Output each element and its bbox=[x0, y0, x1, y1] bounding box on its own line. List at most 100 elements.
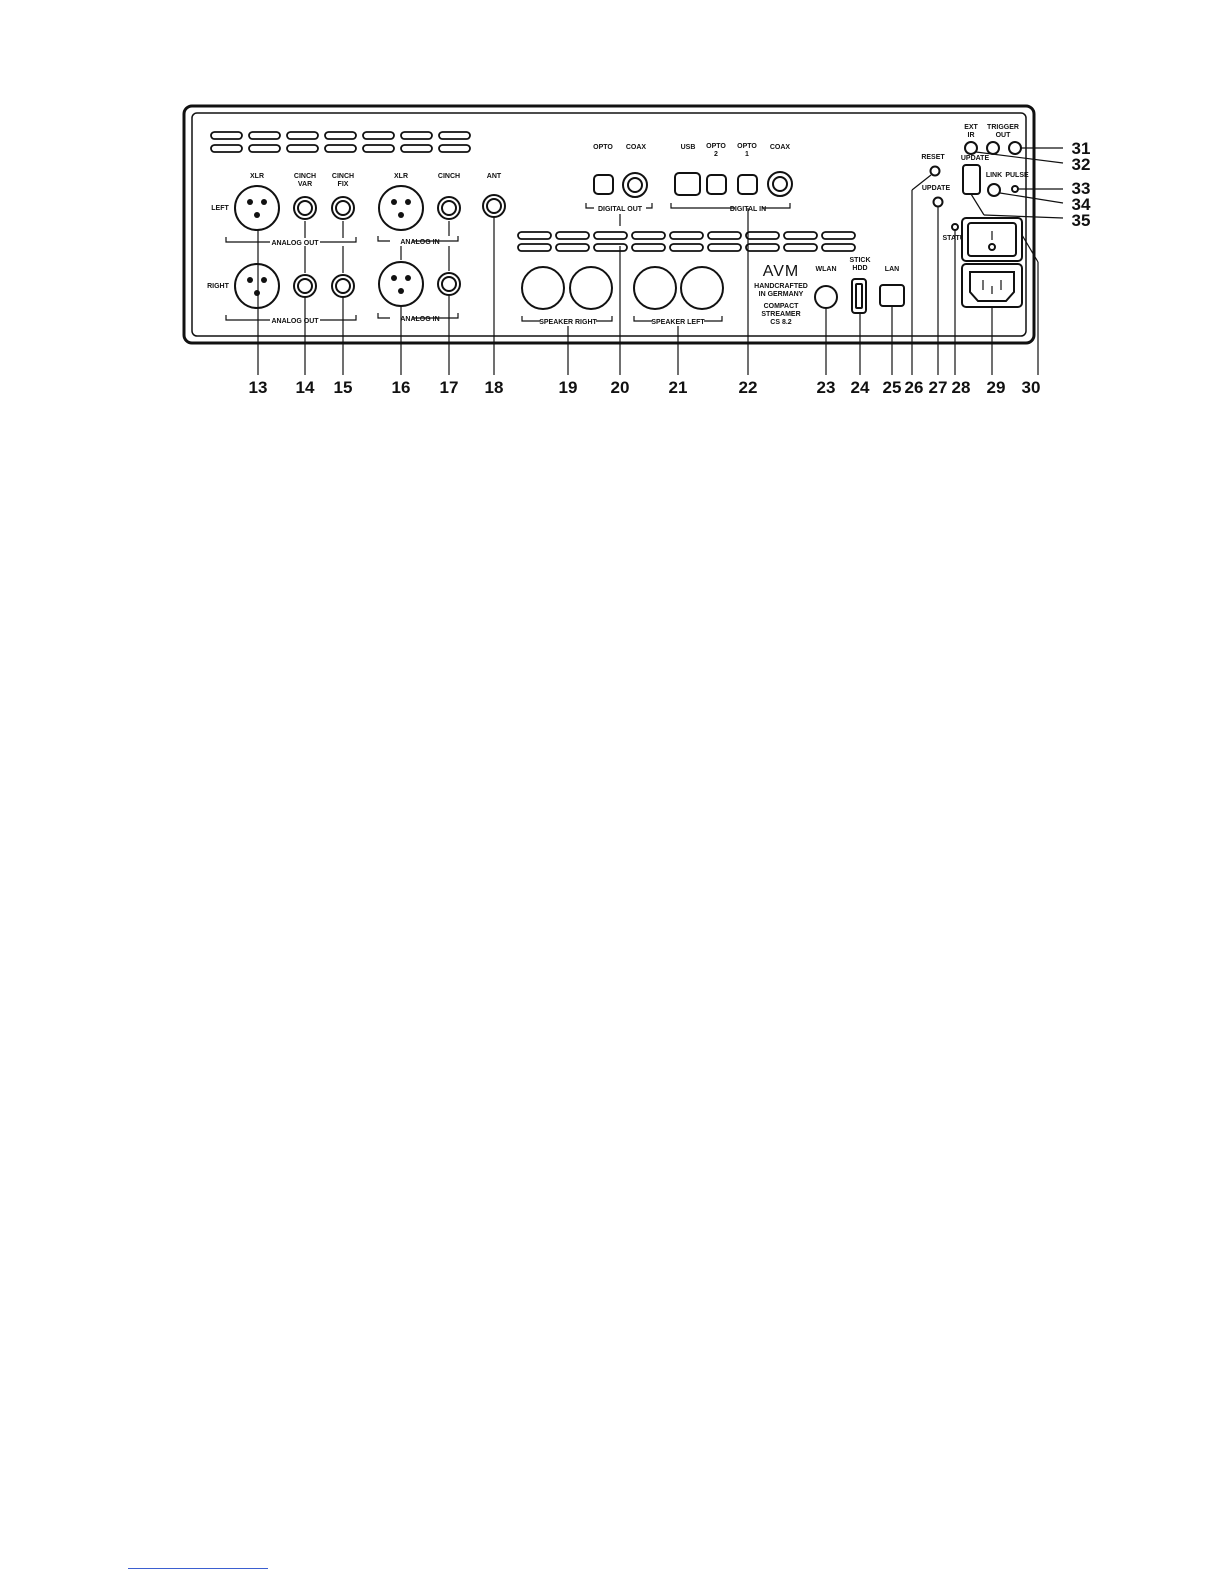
label-opto2-2: 2 bbox=[714, 151, 718, 158]
bracket-analog-in-bottom bbox=[377, 313, 459, 319]
label-usb: USB bbox=[681, 144, 696, 151]
label-cinch-fix-2: FIX bbox=[338, 181, 349, 188]
callout-15: 15 bbox=[334, 378, 353, 397]
opto1-in-port[interactable] bbox=[737, 174, 758, 195]
callout-24: 24 bbox=[851, 378, 870, 397]
bracket-digital-in bbox=[670, 203, 791, 209]
trigger-out-jack-1[interactable] bbox=[986, 141, 1000, 155]
speaker-right-terminal-1[interactable] bbox=[521, 266, 565, 310]
label-xlr-in: XLR bbox=[394, 173, 408, 180]
label-opto-out: OPTO bbox=[593, 144, 613, 151]
link-jack[interactable] bbox=[987, 183, 1001, 197]
label-coax-out: COAX bbox=[626, 144, 647, 151]
label-model-2: STREAMER bbox=[761, 311, 800, 318]
footnote-rule bbox=[128, 1568, 268, 1569]
label-pulse: PULSE bbox=[1005, 172, 1029, 179]
power-inlet[interactable] bbox=[961, 263, 1023, 308]
label-cinch-var-2: VAR bbox=[298, 181, 312, 188]
leader-analog-in bbox=[400, 221, 450, 271]
label-status: STATUS bbox=[943, 235, 970, 242]
bracket-analog-in-top bbox=[377, 236, 459, 242]
label-coax-in: COAX bbox=[770, 144, 791, 151]
label-wlan: WLAN bbox=[816, 266, 837, 273]
xlr-in-right-socket[interactable] bbox=[378, 261, 424, 307]
callout-numbers: 13 14 15 16 17 18 19 20 21 22 23 24 25 2… bbox=[249, 139, 1091, 397]
callout-13: 13 bbox=[249, 378, 268, 397]
label-in-germany: IN GERMANY bbox=[759, 291, 804, 298]
callout-33: 33 bbox=[1072, 179, 1091, 198]
label-digital-out: DIGITAL OUT bbox=[598, 206, 643, 213]
callout-27: 27 bbox=[929, 378, 948, 397]
bracket-analog-out-bottom bbox=[225, 315, 357, 321]
coax-out-socket[interactable] bbox=[622, 172, 648, 198]
label-xlr-out: XLR bbox=[250, 173, 264, 180]
ext-ir-jack[interactable] bbox=[964, 141, 978, 155]
callout-19: 19 bbox=[559, 378, 578, 397]
lan-port[interactable] bbox=[879, 284, 905, 307]
label-cinch-in: CINCH bbox=[438, 173, 460, 180]
callout-26: 26 bbox=[905, 378, 924, 397]
update-button[interactable] bbox=[932, 196, 944, 208]
label-lan: LAN bbox=[885, 266, 899, 273]
bracket-speaker-left bbox=[633, 316, 723, 322]
callout-16: 16 bbox=[392, 378, 411, 397]
trigger-out-jack-2[interactable] bbox=[1008, 141, 1022, 155]
label-trigger-1: TRIGGER bbox=[987, 124, 1019, 131]
callout-30: 30 bbox=[1022, 378, 1041, 397]
callout-25: 25 bbox=[883, 378, 902, 397]
callout-35: 35 bbox=[1072, 211, 1091, 230]
usb-port[interactable] bbox=[674, 172, 701, 196]
bracket-analog-out-top bbox=[225, 237, 357, 243]
label-analog-in-bottom: ANALOG IN bbox=[400, 316, 439, 323]
label-trigger-2: OUT bbox=[996, 132, 1012, 139]
label-update: UPDATE bbox=[922, 185, 951, 192]
vent-grille-middle bbox=[517, 231, 856, 252]
xlr-out-left-socket[interactable] bbox=[234, 185, 280, 231]
cinch-in-left-socket[interactable] bbox=[437, 196, 461, 220]
label-ant: ANT bbox=[487, 173, 502, 180]
xlr-in-left-socket[interactable] bbox=[378, 185, 424, 231]
label-model-1: COMPACT bbox=[764, 303, 800, 310]
callout-31: 31 bbox=[1072, 139, 1091, 158]
label-opto2-1: OPTO bbox=[706, 143, 726, 150]
status-led bbox=[951, 223, 959, 231]
speaker-left-terminal-2[interactable] bbox=[680, 266, 724, 310]
opto-out-port[interactable] bbox=[593, 174, 614, 195]
callout-18: 18 bbox=[485, 378, 504, 397]
coax-in-socket[interactable] bbox=[767, 171, 793, 197]
chassis-outer bbox=[182, 104, 1036, 345]
wlan-antenna-socket[interactable] bbox=[814, 285, 838, 309]
label-opto1-2: 1 bbox=[745, 151, 749, 158]
update-usb-port[interactable] bbox=[962, 164, 981, 195]
callout-34: 34 bbox=[1072, 195, 1091, 214]
bracket-speaker-right bbox=[521, 316, 613, 322]
label-stick-1: STICK bbox=[850, 257, 871, 264]
label-cinch-fix-1: CINCH bbox=[332, 173, 354, 180]
label-cinch-var-1: CINCH bbox=[294, 173, 316, 180]
label-model-3: CS 8.2 bbox=[770, 319, 792, 326]
label-speaker-left: SPEAKER LEFT bbox=[651, 319, 705, 326]
cinch-var-left-socket[interactable] bbox=[293, 196, 317, 220]
label-update-top: UPDATE bbox=[961, 155, 990, 162]
antenna-socket[interactable] bbox=[482, 194, 506, 218]
label-opto1-1: OPTO bbox=[737, 143, 757, 150]
callout-14: 14 bbox=[296, 378, 315, 397]
cinch-in-right-socket[interactable] bbox=[437, 272, 461, 296]
speaker-left-terminal-1[interactable] bbox=[633, 266, 677, 310]
label-ext-ir-1: EXT bbox=[964, 124, 978, 131]
cinch-var-right-socket[interactable] bbox=[293, 274, 317, 298]
callout-29: 29 bbox=[987, 378, 1006, 397]
usb-stick-hdd-port[interactable] bbox=[851, 278, 867, 314]
cinch-fix-right-socket[interactable] bbox=[331, 274, 355, 298]
cinch-fix-left-socket[interactable] bbox=[331, 196, 355, 220]
reset-button[interactable] bbox=[929, 165, 941, 177]
label-analog-out-bottom: ANALOG OUT bbox=[271, 318, 319, 325]
xlr-out-right-socket[interactable] bbox=[234, 263, 280, 309]
label-link: LINK bbox=[986, 172, 1002, 179]
callout-21: 21 bbox=[669, 378, 688, 397]
power-switch[interactable] bbox=[961, 217, 1023, 262]
label-right: RIGHT bbox=[207, 283, 230, 290]
speaker-right-terminal-2[interactable] bbox=[569, 266, 613, 310]
callout-32: 32 bbox=[1072, 155, 1091, 174]
opto2-in-port[interactable] bbox=[706, 174, 727, 195]
